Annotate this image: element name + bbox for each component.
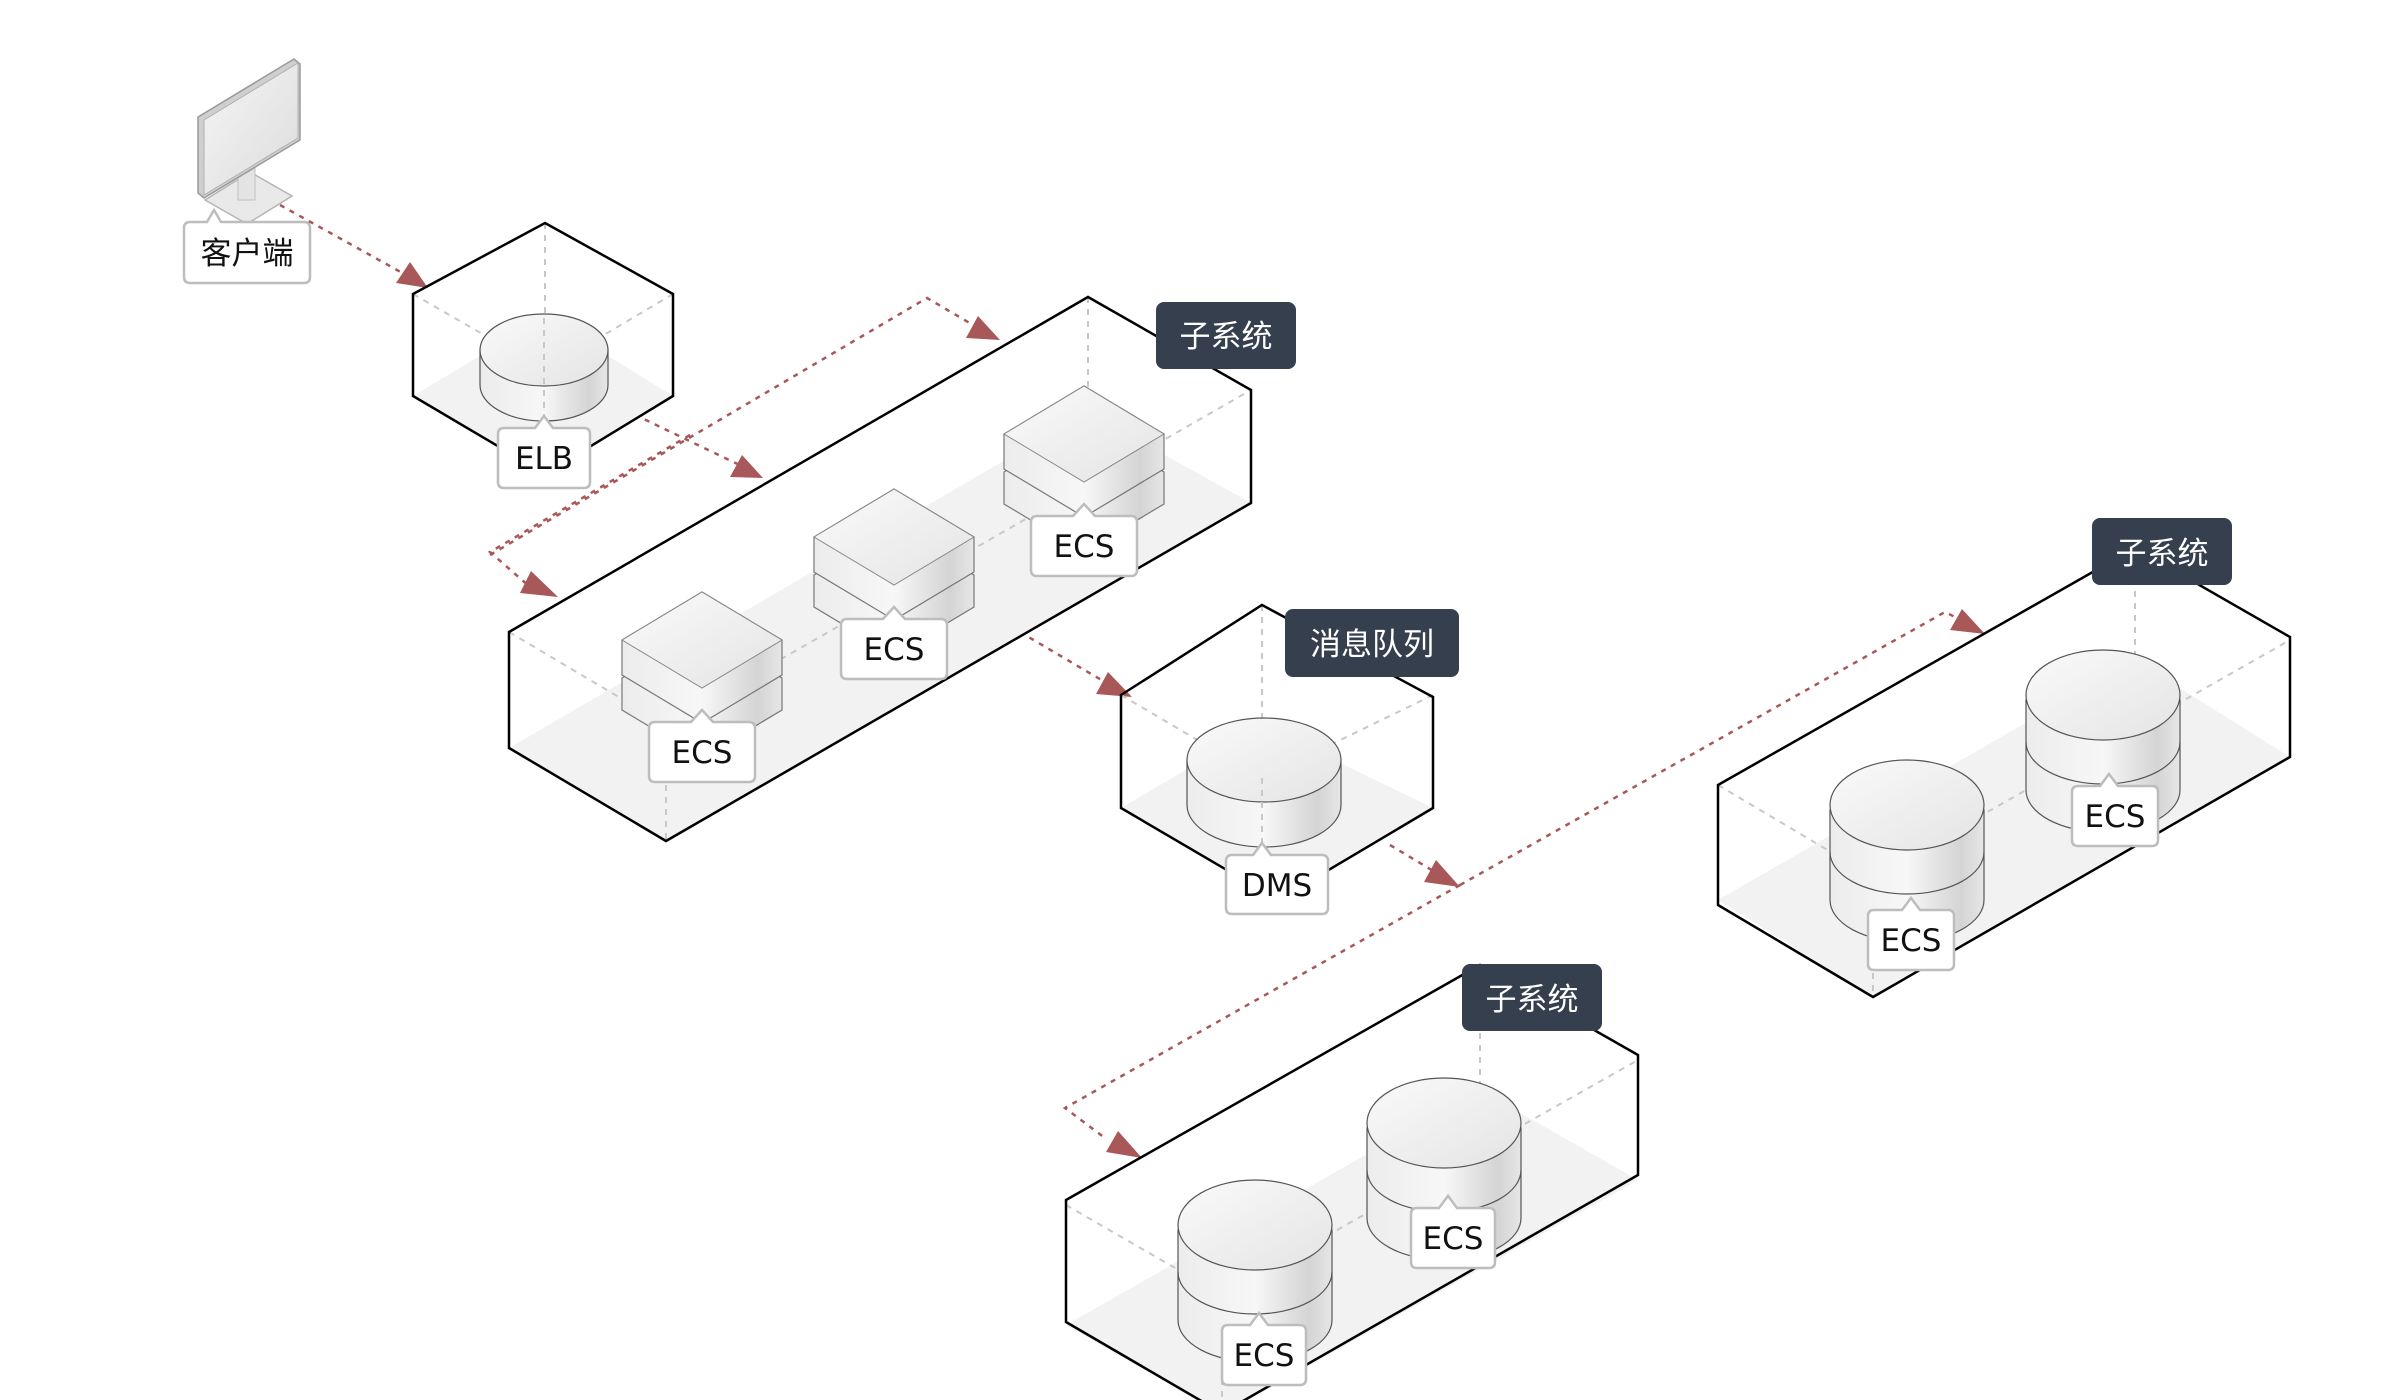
subsystem-2-badge: 子系统 — [2092, 518, 2232, 585]
flow-elb-to-subsystem-left — [487, 433, 691, 588]
message-queue-badge: 消息队列 — [1285, 609, 1459, 677]
subsystem-3-node-1-label: ECS — [1220, 1310, 1308, 1387]
subsystem-2-node-1[interactable]: ECS — [1829, 759, 1985, 972]
arrow-head-icon — [1106, 1131, 1142, 1158]
svg-text:ECS: ECS — [1054, 529, 1115, 565]
svg-text:子系统: 子系统 — [2116, 536, 2209, 572]
flow-arrows — [279, 203, 1985, 1158]
flow-to-subsystem-3 — [1062, 883, 1461, 1139]
svg-text:ELB: ELB — [515, 441, 573, 477]
svg-text:ECS: ECS — [864, 632, 925, 668]
dms-label: DMS — [1224, 840, 1330, 916]
subsystem-3-badge: 子系统 — [1462, 964, 1602, 1031]
subsystem-1-node-2[interactable]: ECS — [813, 488, 975, 681]
subsystem-2-node-2-label: ECS — [2070, 771, 2160, 848]
flow-elb-to-subsystem-top — [489, 296, 986, 557]
cylinder-icon — [479, 313, 609, 422]
arrow-head-icon — [1950, 609, 1985, 634]
svg-text:ECS: ECS — [1234, 1338, 1295, 1374]
database-icon — [1177, 1179, 1333, 1363]
arrow-head-icon — [396, 262, 428, 288]
subsystem-1-node-1[interactable]: ECS — [621, 591, 783, 784]
svg-text:ECS: ECS — [1423, 1221, 1484, 1257]
subsystem-3-node-2[interactable]: ECS — [1366, 1077, 1522, 1270]
subsystem-1-node-1-label: ECS — [647, 708, 757, 784]
arrow-head-icon — [966, 316, 1000, 340]
subsystem-1-node-2-label: ECS — [839, 605, 949, 681]
subsystem-2-node-2[interactable]: ECS — [2025, 649, 2181, 848]
dms-node[interactable]: DMS — [1186, 717, 1342, 916]
client-label: 客户端 — [182, 207, 312, 285]
arrow-head-icon — [520, 571, 558, 597]
svg-text:子系统: 子系统 — [1180, 319, 1273, 355]
flow-elb-to-subsystem — [624, 408, 751, 472]
subsystem-1-badge: 子系统 — [1156, 302, 1296, 369]
client-node[interactable]: 客户端 — [182, 58, 312, 285]
subsystem-3-node-1[interactable]: ECS — [1177, 1179, 1333, 1387]
flow-client-to-elb — [279, 203, 416, 282]
subsystem-1-node-3-label: ECS — [1029, 502, 1139, 578]
subsystem-3-node-2-label: ECS — [1409, 1193, 1497, 1270]
arrow-head-icon — [1424, 860, 1460, 887]
elb-label: ELB — [496, 413, 592, 490]
svg-text:消息队列: 消息队列 — [1310, 627, 1434, 663]
subsystem-2-node-1-label: ECS — [1866, 895, 1956, 972]
subsystem-1-node-3[interactable]: ECS — [1003, 385, 1165, 578]
svg-text:DMS: DMS — [1242, 868, 1312, 904]
svg-text:客户端: 客户端 — [201, 236, 294, 272]
arrow-head-icon — [1096, 672, 1132, 697]
svg-text:子系统: 子系统 — [1486, 982, 1579, 1018]
monitor-icon — [197, 58, 301, 225]
elb-node[interactable]: ELB — [479, 313, 609, 490]
arrow-head-icon — [730, 455, 763, 478]
subsystem-2-container — [1716, 546, 2292, 999]
svg-text:ECS: ECS — [672, 735, 733, 771]
cylinder-icon — [1186, 717, 1342, 848]
flow-subsystem-to-dms — [1019, 630, 1116, 690]
svg-text:ECS: ECS — [1881, 923, 1942, 959]
svg-text:ECS: ECS — [2085, 799, 2146, 835]
